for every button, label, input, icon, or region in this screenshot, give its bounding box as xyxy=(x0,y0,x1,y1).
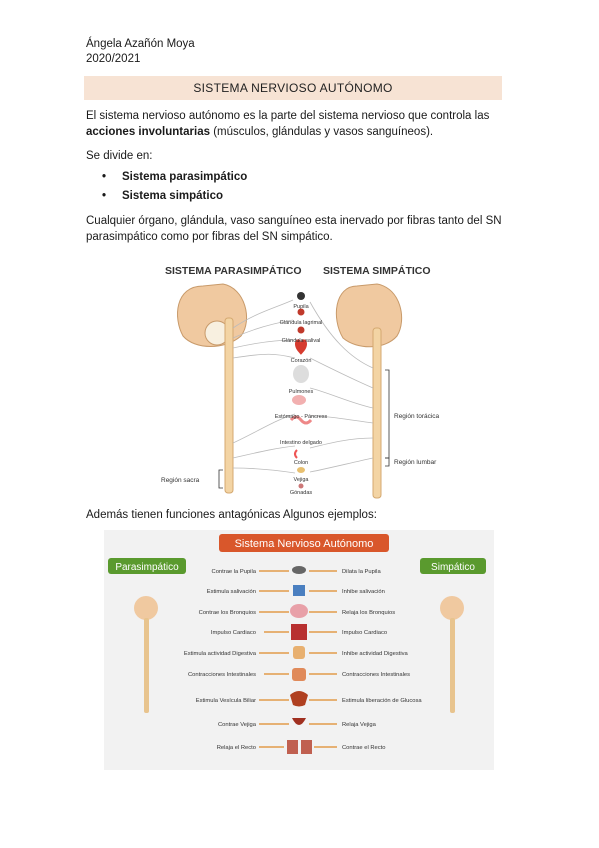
heart-icon xyxy=(291,624,307,640)
lungs-icon xyxy=(293,365,309,383)
svg-text:Estimula Vesícula Biliar: Estimula Vesícula Biliar xyxy=(196,698,256,704)
nerve-fibers xyxy=(232,299,374,474)
sympathetic-title: SISTEMA SIMPÁTICO xyxy=(323,264,431,277)
svg-text:Glándula lagrimal: Glándula lagrimal xyxy=(280,320,323,326)
bladder-icon xyxy=(292,718,306,725)
left-figure-icon xyxy=(134,596,158,713)
eye-icon xyxy=(292,566,306,574)
page-title: SISTEMA NERVIOSO AUTÓNOMO xyxy=(84,76,502,100)
sympathetic-badge xyxy=(420,558,486,574)
rectum-icon-left xyxy=(287,740,298,754)
toracica-label: Región torácica xyxy=(394,413,440,420)
svg-text:Estómago - Páncress: Estómago - Páncress xyxy=(275,414,328,420)
lacrimal-gland-icon xyxy=(297,308,305,316)
svg-text:Estimula liberación de Glucosa: Estimula liberación de Glucosa xyxy=(342,698,422,704)
svg-text:Contrae los Bronquios: Contrae los Bronquios xyxy=(199,610,256,616)
right-brain-icon xyxy=(335,283,403,348)
svg-text:Impulso Cardiaco: Impulso Cardiaco xyxy=(211,630,256,636)
svg-text:Dilata la Pupila: Dilata la Pupila xyxy=(342,569,381,575)
gonads-icon xyxy=(298,483,304,489)
pupil-icon xyxy=(297,292,305,300)
right-spinal-cord xyxy=(372,327,382,499)
rectum-icon-right xyxy=(301,740,312,754)
svg-text:Gónadas: Gónadas xyxy=(290,490,313,496)
bullet-parasimpatico: Sistema parasimpático xyxy=(102,171,247,183)
svg-text:Estimula salivación: Estimula salivación xyxy=(207,589,256,595)
divide-text: Se divide en: xyxy=(86,150,153,162)
svg-text:Inhibe actividad Digestiva: Inhibe actividad Digestiva xyxy=(342,651,409,657)
svg-text:Relaja Vejiga: Relaja Vejiga xyxy=(342,722,377,728)
svg-text:Relaja el Recto: Relaja el Recto xyxy=(217,745,256,751)
diagram2-title: Sistema Nervioso Autónomo xyxy=(235,538,374,550)
salivary-gland-icon xyxy=(297,326,305,334)
svg-text:Intestino delgado: Intestino delgado xyxy=(280,440,322,446)
intro-paragraph: El sistema nervioso autónomo es la parte… xyxy=(86,110,490,138)
autonomic-system-diagram: SISTEMA PARASIMPÁTICO SISTEMA SIMPÁTICO xyxy=(161,264,440,499)
antagonic-text: Además tienen funciones antagónicas Algu… xyxy=(86,509,377,521)
lumbar-label: Región lumbar xyxy=(394,459,437,466)
svg-text:Vejiga: Vejiga xyxy=(294,477,310,483)
heart-icon xyxy=(295,339,307,355)
svg-text:Parasimpático: Parasimpático xyxy=(115,562,179,573)
svg-text:Contrae Vejiga: Contrae Vejiga xyxy=(218,722,257,728)
liver-icon xyxy=(290,691,308,707)
parasympathetic-title: SISTEMA PARASIMPÁTICO xyxy=(165,264,302,277)
school-year: 2020/2021 xyxy=(86,53,141,65)
innervation-paragraph: Cualquier órgano, glándula, vaso sanguín… xyxy=(86,215,502,243)
svg-text:Pupila: Pupila xyxy=(293,304,309,310)
parasympathetic-badge xyxy=(108,558,186,574)
svg-text:Corazón: Corazón xyxy=(291,358,312,364)
diagram2-title-banner xyxy=(219,534,389,552)
lungs-icon xyxy=(290,604,308,618)
organ-icons xyxy=(289,292,313,489)
svg-text:Inhibe salivación: Inhibe salivación xyxy=(342,589,385,595)
antagonic-functions-diagram: Sistema Nervioso Autónomo Parasimpático … xyxy=(104,530,494,770)
svg-text:Pulmones: Pulmones xyxy=(289,389,314,395)
svg-text:Relaja los Bronquios: Relaja los Bronquios xyxy=(342,610,395,616)
right-figure-icon xyxy=(440,596,464,713)
organ-icons-column xyxy=(287,566,312,754)
stomach-icon xyxy=(293,646,305,659)
small-intestine-icon xyxy=(289,415,313,425)
sacra-label: Región sacra xyxy=(161,477,200,484)
stomach-icon xyxy=(292,395,306,405)
svg-text:Contrae el Recto: Contrae el Recto xyxy=(342,745,386,751)
svg-text:Impulso Cardiaco: Impulso Cardiaco xyxy=(342,630,387,636)
salivary-icon xyxy=(293,585,305,596)
svg-text:Contracciones Intestinales: Contracciones Intestinales xyxy=(188,672,256,678)
colon-icon xyxy=(294,449,298,459)
author-name: Ángela Azañón Moya xyxy=(86,38,195,50)
svg-text:Glándula salival: Glándula salival xyxy=(282,338,321,344)
svg-text:Colon: Colon xyxy=(294,460,308,466)
left-spinal-cord xyxy=(224,317,234,494)
intestine-icon xyxy=(292,668,306,681)
bladder-icon xyxy=(297,467,305,473)
svg-text:Contrae la Pupila: Contrae la Pupila xyxy=(212,569,257,575)
svg-text:Contracciones Intestinales: Contracciones Intestinales xyxy=(342,672,410,678)
svg-text:Simpático: Simpático xyxy=(431,562,475,573)
bullet-simpatico: Sistema simpático xyxy=(102,190,223,202)
svg-text:Estimula actividad Digestiva: Estimula actividad Digestiva xyxy=(184,651,257,657)
